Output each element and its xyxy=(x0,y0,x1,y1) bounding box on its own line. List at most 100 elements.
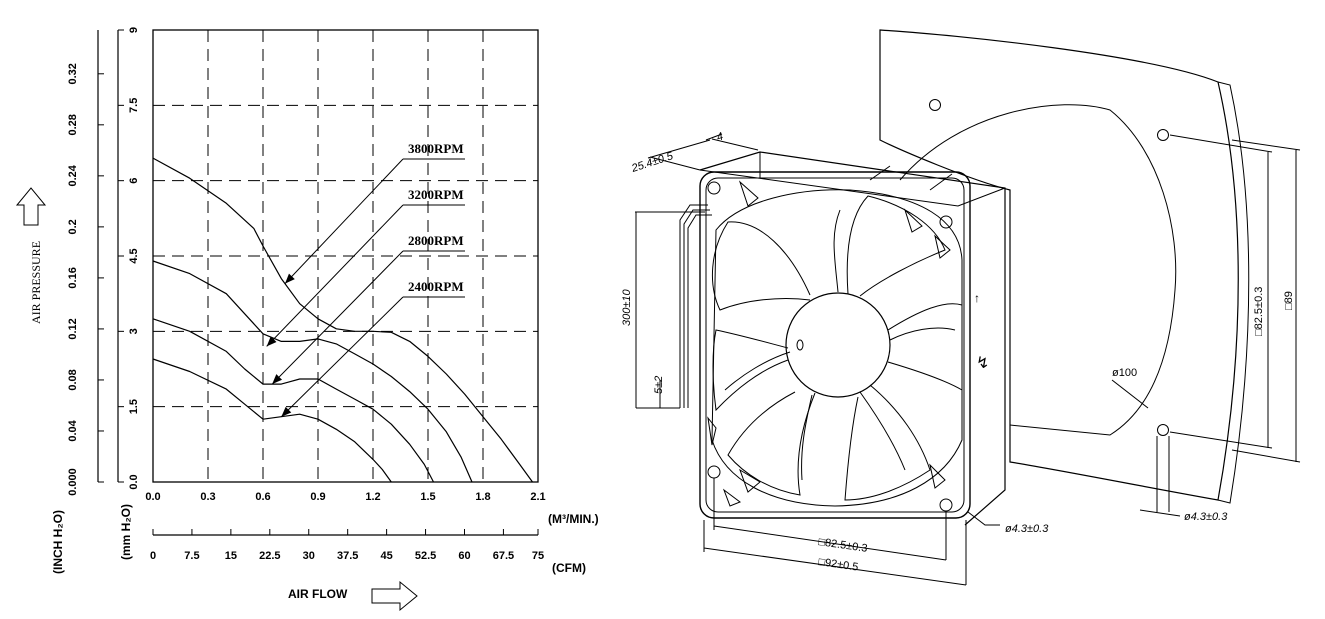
cfm-tick-label: 60 xyxy=(458,550,470,562)
fan-blade xyxy=(887,303,963,391)
dim-100: ø100 xyxy=(1112,367,1137,379)
m3-tick-label: 0.6 xyxy=(255,491,270,503)
dim-100-line xyxy=(1111,379,1149,409)
inch-tick-label: 0.24 xyxy=(67,164,79,186)
inch-tick-label: 0.000 xyxy=(67,468,79,496)
dim-hole-panel: ø4.3±0.3 xyxy=(1184,511,1228,523)
mm-tick-label: 3 xyxy=(128,328,140,334)
fan-hub xyxy=(785,292,891,398)
mm-tick-label: 6 xyxy=(128,178,140,184)
mm-tick-label: 4.5 xyxy=(128,248,140,263)
fan-blade xyxy=(711,221,811,311)
dim-89: □89 xyxy=(1283,291,1295,310)
inch-tick-label: 0.12 xyxy=(67,318,79,339)
cfm-tick-label: 30 xyxy=(303,550,315,562)
blade-lines xyxy=(724,209,956,481)
air-flow-title: AIR FLOW xyxy=(288,587,348,601)
curves xyxy=(152,157,533,483)
curve-leader-arrowhead xyxy=(281,406,292,417)
curve-label: 3200RPM xyxy=(408,187,464,202)
dim-82-5-bottom: □82.5±0.3 xyxy=(818,536,869,555)
cfm-tick-label: 75 xyxy=(532,550,544,562)
curve-leader-arrowhead xyxy=(285,273,295,284)
fan-logo-mark: ↯ xyxy=(976,355,989,372)
cfm-tick-label: 22.5 xyxy=(259,550,280,562)
dim-82-5-right: □82.5±0.3 xyxy=(1253,287,1265,336)
up-arrow-icon xyxy=(15,187,47,226)
cfm-tick-label: 7.5 xyxy=(184,550,199,562)
m3-tick-label: 1.2 xyxy=(365,491,380,503)
m3-tick-label: 2.1 xyxy=(530,491,545,503)
panel-hole-bottom-right xyxy=(1157,424,1169,436)
curve-3200rpm xyxy=(152,260,473,483)
mm-tick-label: 9 xyxy=(128,27,140,33)
unit-inch-label: (INCH H₂O) xyxy=(51,510,65,574)
cfm-tick-label: 0 xyxy=(150,550,156,562)
inch-tick-label: 0.28 xyxy=(67,114,79,135)
fan-blade xyxy=(727,391,816,496)
fan-frame xyxy=(699,171,971,519)
fan-opening xyxy=(711,189,963,507)
grid-lines xyxy=(153,30,538,482)
hub-mark xyxy=(796,339,804,351)
curve-label: 3800RPM xyxy=(408,141,464,156)
pq-curve-chart: 3800RPM 3200RPM 2800RPM 2400RPM 0.000 0.04 0.… xyxy=(15,27,599,612)
fan-drawing: ↯ ↑ 25.4±0.5 4 300±10 5±2 □82.5±0.3 □92±… xyxy=(621,29,1301,586)
curve-3800rpm xyxy=(152,157,533,483)
unit-m3-label: (M³/MIN.) xyxy=(548,512,599,526)
unit-mm-label: (mm H₂O) xyxy=(119,504,133,560)
panel-edge xyxy=(1217,81,1250,504)
inch-tick-label: 0.04 xyxy=(67,419,79,441)
mm-tick-label: 0.0 xyxy=(128,474,140,489)
panel-hole-top-left xyxy=(929,99,941,111)
cfm-tick-label: 52.5 xyxy=(415,550,436,562)
dim-hole-fan-line xyxy=(967,511,1000,526)
fan-blade xyxy=(844,384,931,501)
panel-cutout xyxy=(899,104,1177,436)
right-arrow-icon xyxy=(371,580,418,612)
dim-hole-panel-line xyxy=(1139,436,1181,517)
dim-300: 300±10 xyxy=(621,288,633,326)
fan-frame-inner xyxy=(705,177,965,513)
dim-82-5-right-line xyxy=(1169,134,1273,449)
fan-top-face xyxy=(699,169,1006,207)
curve-leader xyxy=(280,296,404,418)
curve-leader xyxy=(284,158,404,284)
curve-2400rpm xyxy=(152,358,392,483)
unit-cfm-label: (CFM) xyxy=(552,561,586,575)
cfm-tick-label: 15 xyxy=(225,550,237,562)
cfm-tick-label: 67.5 xyxy=(493,550,514,562)
curve-label: 2800RPM xyxy=(408,233,464,248)
m3-tick-label: 0.9 xyxy=(310,491,325,503)
curve-leader xyxy=(266,204,404,347)
corner-ribs xyxy=(707,180,951,507)
m3-axis-ticks: 0.0 0.3 0.6 0.9 1.2 1.5 1.8 2.1 xyxy=(145,491,545,503)
dim-5: 5±2 xyxy=(653,376,665,394)
lead-wires xyxy=(679,204,712,408)
curve-2800rpm xyxy=(152,318,435,483)
fan-blade xyxy=(712,329,789,412)
dim-hole-fan: ø4.3±0.3 xyxy=(1005,523,1049,535)
mm-axis-ticks: 0.01.534.567.59 xyxy=(118,27,140,490)
dim-25-4-line xyxy=(647,133,759,171)
curve-leader-arrowhead xyxy=(272,374,283,385)
m3-tick-label: 0.3 xyxy=(200,491,215,503)
fan-blade xyxy=(846,195,946,297)
dim-82-5-line xyxy=(713,478,947,561)
fan-hole-top-right xyxy=(939,215,953,229)
airflow-direction-mark: ↑ xyxy=(974,291,980,305)
mm-tick-label: 7.5 xyxy=(128,98,140,113)
curve-label: 2400RPM xyxy=(408,279,464,294)
inch-tick-label: 0.2 xyxy=(67,219,79,234)
fan-top-inner xyxy=(759,152,953,191)
m3-tick-label: 1.8 xyxy=(475,491,490,503)
m3-tick-label: 1.5 xyxy=(420,491,435,503)
dim-25-4: 25.4±0.5 xyxy=(629,150,675,175)
m3-tick-label: 0.0 xyxy=(145,491,160,503)
curve-leader xyxy=(271,250,404,385)
cfm-tick-label: 45 xyxy=(380,550,392,562)
inch-tick-label: 0.08 xyxy=(67,369,79,390)
